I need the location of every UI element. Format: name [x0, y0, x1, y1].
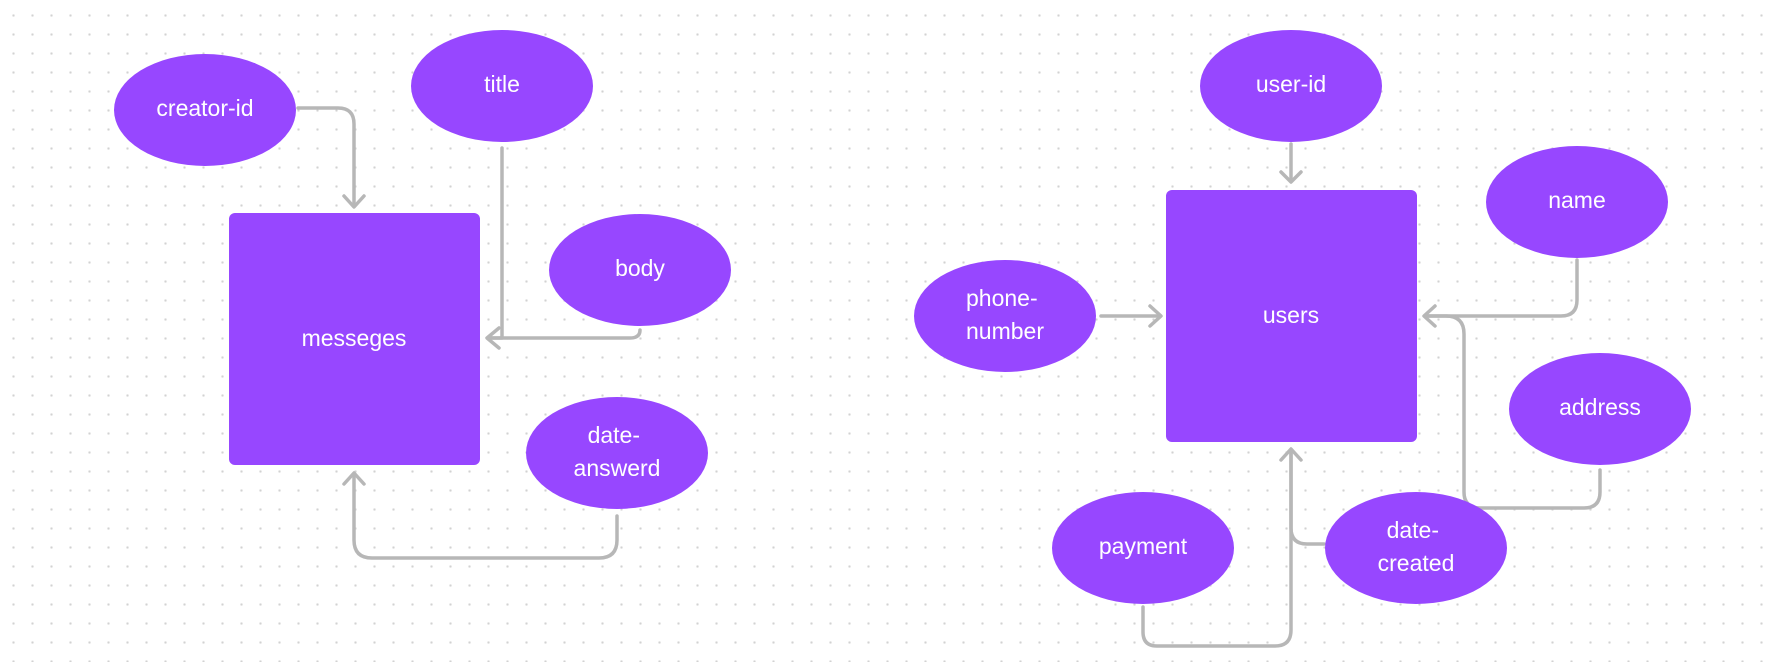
attribute-date-answerd[interactable]: date- answerd	[526, 397, 708, 509]
arrowhead-users-bottom	[1279, 447, 1303, 462]
attribute-date-created-shape	[1325, 492, 1507, 604]
connectors-messeges	[296, 106, 642, 560]
attribute-phone-number-line-1: phone-	[966, 285, 1038, 311]
entity-messeges-box	[229, 213, 480, 465]
entity-users[interactable]: users	[1166, 190, 1417, 442]
attribute-creator-id-shape	[114, 54, 296, 166]
arrowhead-users-left	[1148, 304, 1163, 328]
attribute-date-answerd-label: date- answerd	[574, 422, 661, 481]
attribute-title-shape	[411, 30, 593, 142]
attribute-phone-number-shape	[914, 260, 1096, 372]
attribute-name-shape	[1486, 146, 1668, 258]
attribute-creator-id-label: creator-id	[156, 95, 253, 121]
attribute-body-shape	[549, 214, 731, 326]
attribute-title-label: title	[484, 71, 520, 97]
attribute-name[interactable]: name	[1486, 146, 1668, 258]
attribute-body[interactable]: body	[549, 214, 731, 326]
attribute-date-answerd-line-2: answerd	[574, 455, 661, 481]
attribute-date-created-line-1: date-	[1387, 517, 1439, 543]
entity-messeges[interactable]: messeges	[229, 213, 480, 465]
arrowhead-messeges-bottom	[342, 471, 366, 486]
attribute-date-answerd-shape	[526, 397, 708, 509]
arrowhead-messeges-right	[485, 326, 501, 350]
attribute-user-id-label: user-id	[1256, 71, 1326, 97]
attribute-address-label: address	[1559, 394, 1641, 420]
arrowhead-creator-id	[342, 194, 366, 209]
connector-creator-id-to-messeges	[296, 106, 356, 207]
attribute-date-created-line-2: created	[1378, 550, 1455, 576]
attribute-user-id-shape	[1200, 30, 1382, 142]
entity-messeges-label: messeges	[302, 325, 407, 351]
entity-users-box	[1166, 190, 1417, 442]
connector-body-to-messeges	[488, 328, 642, 340]
attribute-phone-number-line-2: number	[966, 318, 1044, 344]
attribute-address[interactable]: address	[1509, 353, 1691, 465]
attribute-payment[interactable]: payment	[1052, 492, 1234, 604]
attribute-phone-number-label: phone- number	[966, 285, 1044, 344]
attribute-body-label: body	[615, 255, 665, 281]
arrowhead-users-right	[1422, 304, 1437, 328]
connector-name-to-users	[1423, 258, 1579, 318]
connector-title-to-messeges	[488, 146, 504, 340]
attribute-user-id[interactable]: user-id	[1200, 30, 1382, 142]
attribute-payment-shape	[1052, 492, 1234, 604]
entity-users-label: users	[1263, 302, 1319, 328]
attribute-date-created[interactable]: date- created	[1325, 492, 1507, 604]
attribute-payment-label: payment	[1099, 533, 1188, 559]
arrowhead-users-top	[1279, 170, 1303, 184]
attribute-phone-number[interactable]: phone- number	[914, 260, 1096, 372]
attribute-title[interactable]: title	[411, 30, 593, 142]
connector-date-created-to-users	[1289, 448, 1326, 546]
attribute-date-created-label: date- created	[1378, 517, 1455, 576]
attribute-creator-id[interactable]: creator-id	[114, 54, 296, 166]
connector-date-answerd-to-messeges	[352, 472, 619, 560]
attribute-name-label: name	[1548, 187, 1606, 213]
connector-payment-to-users	[1141, 448, 1293, 648]
attribute-address-shape	[1509, 353, 1691, 465]
attribute-date-answerd-line-1: date-	[588, 422, 640, 448]
